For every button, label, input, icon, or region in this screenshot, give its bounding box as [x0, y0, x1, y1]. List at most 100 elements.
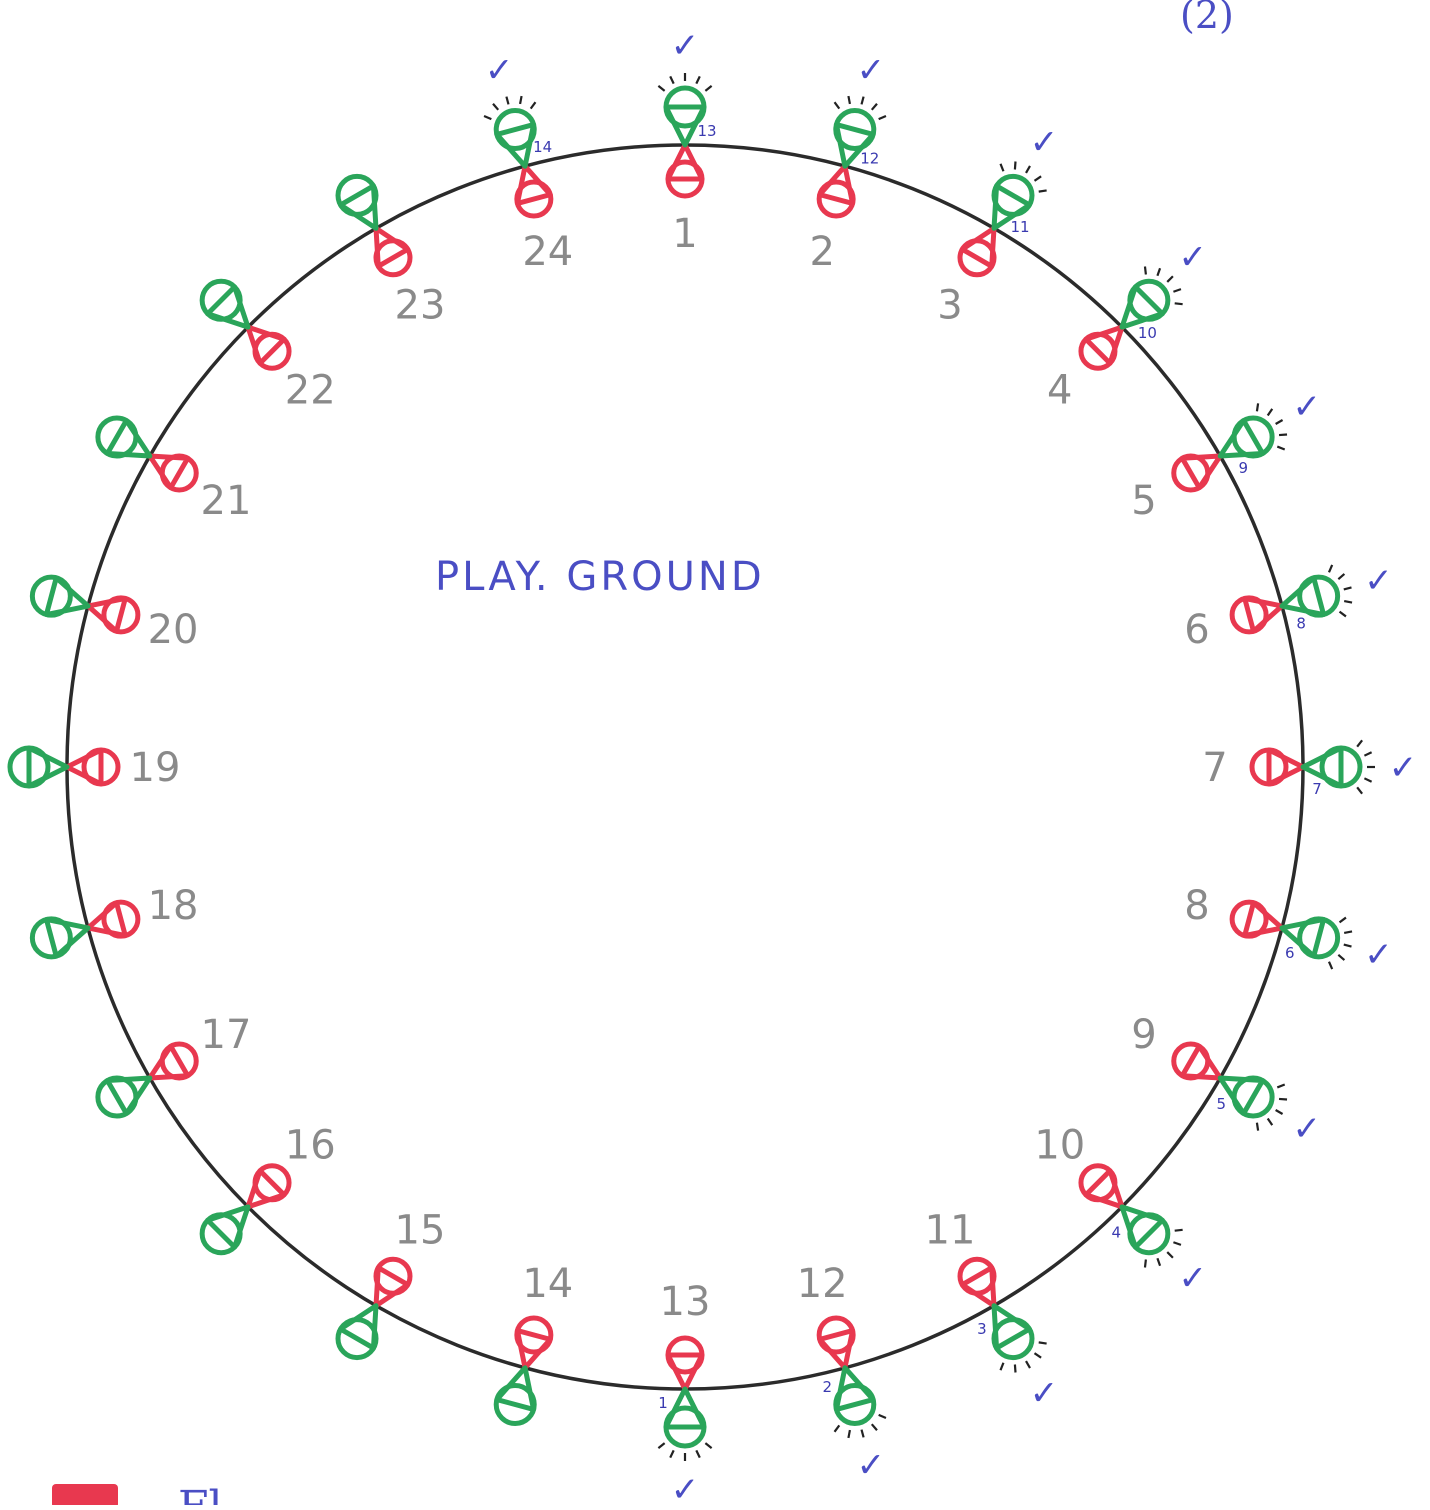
red-player-icon	[1174, 456, 1220, 490]
red-player-icon	[67, 750, 118, 784]
light-ray-mark	[1338, 955, 1344, 960]
green-player-number: 1	[658, 1394, 668, 1412]
outer-player-number: 6	[1184, 607, 1209, 653]
outer-player-number: 1	[672, 211, 697, 257]
check-mark-icon: ✓	[671, 1470, 700, 1505]
light-ray-mark	[1167, 276, 1173, 282]
light-ray-mark	[1015, 1365, 1016, 1373]
light-ray-mark	[1340, 918, 1346, 923]
green-player-number: 2	[823, 1378, 833, 1396]
red-legend-swatch	[52, 1484, 118, 1505]
light-ray-mark	[1277, 447, 1284, 450]
light-ray-mark	[1173, 1242, 1181, 1245]
red-player-icon	[150, 456, 196, 490]
light-ray-mark	[658, 1443, 664, 1448]
check-mark-icon: ✓	[1030, 1373, 1059, 1413]
outer-player-number: 7	[1202, 745, 1227, 791]
green-player-number: 5	[1217, 1095, 1227, 1113]
green-player-icon	[994, 1306, 1032, 1358]
green-player-icon	[338, 1306, 376, 1358]
light-ray-mark	[1340, 612, 1346, 617]
light-ray-mark	[872, 104, 877, 110]
light-ray-mark	[1329, 962, 1332, 969]
outer-player-number: 20	[148, 607, 199, 653]
red-player-icon	[517, 1318, 551, 1368]
green-player-icon	[1122, 281, 1168, 327]
red-player-icon	[1252, 750, 1303, 784]
light-ray-mark	[835, 102, 840, 108]
check-mark-icon: ✓	[1030, 123, 1059, 163]
outer-player-number: 4	[1047, 367, 1072, 413]
green-player-icon	[32, 577, 88, 615]
green-player-icon	[496, 110, 534, 166]
light-ray-mark	[493, 104, 498, 110]
red-player-icon	[1232, 598, 1282, 632]
page-corner-label: (2)	[1180, 0, 1234, 37]
light-ray-mark	[1173, 289, 1181, 292]
red-player-icon	[248, 327, 289, 368]
light-ray-mark	[520, 96, 521, 104]
red-player-icon	[668, 145, 702, 196]
light-ray-mark	[1268, 409, 1272, 416]
light-ray-mark	[696, 1450, 699, 1457]
light-ray-mark	[1167, 1252, 1173, 1258]
outer-player-number: 8	[1184, 883, 1209, 929]
check-mark-icon: ✓	[1293, 1109, 1322, 1149]
footer-partial-text: Fl	[178, 1482, 223, 1505]
outer-player-number: 12	[797, 1261, 848, 1307]
green-player-number: 14	[533, 138, 552, 156]
playground-circle	[67, 145, 1303, 1389]
green-player-number: 9	[1239, 459, 1249, 477]
outer-player-number: 24	[522, 229, 573, 275]
light-ray-mark	[1276, 420, 1283, 424]
green-player-number: 8	[1296, 615, 1306, 633]
outer-player-number: 14	[522, 1261, 573, 1307]
light-ray-mark	[1257, 403, 1258, 411]
outer-player-number: 15	[395, 1207, 446, 1253]
light-ray-mark	[1357, 740, 1362, 746]
outer-player-number: 9	[1131, 1012, 1156, 1058]
outer-player-number: 11	[925, 1207, 976, 1253]
check-mark-icon: ✓	[857, 1445, 886, 1485]
green-player-number: 13	[697, 122, 716, 140]
red-player-icon	[150, 1044, 196, 1078]
light-ray-mark	[1344, 945, 1352, 947]
red-player-icon	[960, 1259, 994, 1305]
light-ray-mark	[879, 1415, 886, 1418]
outer-player-number: 21	[201, 478, 252, 524]
light-ray-mark	[835, 1425, 840, 1431]
green-player-icon	[98, 1078, 150, 1116]
red-player-icon	[1081, 1166, 1122, 1207]
light-ray-mark	[1279, 434, 1287, 435]
green-player-number: 12	[860, 149, 879, 167]
light-ray-mark	[1001, 1363, 1004, 1370]
outer-player-number: 17	[201, 1012, 252, 1058]
red-player-icon	[1081, 327, 1122, 368]
light-ray-mark	[1039, 1342, 1047, 1343]
green-player-icon	[1220, 1078, 1272, 1116]
light-ray-mark	[848, 96, 849, 104]
light-ray-mark	[1329, 565, 1332, 572]
red-player-icon	[819, 166, 853, 216]
light-ray-mark	[670, 1450, 673, 1457]
check-mark-icon: ✓	[671, 26, 700, 66]
red-player-icon	[1232, 902, 1282, 936]
red-player-icon	[376, 228, 410, 274]
diagram-title: PLAY. GROUND	[435, 554, 765, 600]
light-ray-mark	[1344, 931, 1352, 932]
outer-player-number: 22	[285, 367, 336, 413]
light-ray-mark	[658, 86, 664, 91]
green-player-number: 4	[1112, 1223, 1122, 1241]
light-ray-mark	[1276, 1110, 1283, 1114]
green-player-icon	[1220, 418, 1272, 456]
green-player-icon	[10, 748, 67, 786]
red-player-icon	[376, 1259, 410, 1305]
light-ray-mark	[1039, 190, 1047, 191]
outer-player-number: 19	[130, 745, 181, 791]
outer-player-number: 2	[809, 229, 834, 275]
light-ray-mark	[879, 116, 886, 119]
check-mark-icon: ✓	[857, 51, 886, 91]
red-player-icon	[88, 902, 138, 936]
